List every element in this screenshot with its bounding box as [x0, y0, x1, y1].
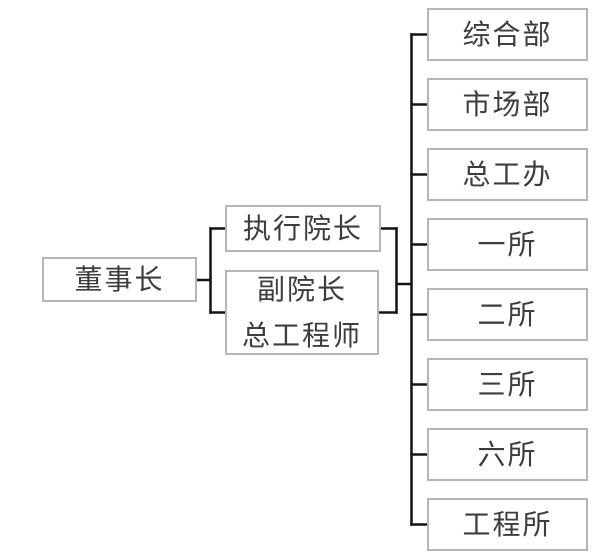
- node-dept-chief-engineer-office: 总工办: [427, 148, 588, 201]
- node-dept-institute-3: 三所: [427, 358, 588, 411]
- node-chairman: 董事长: [42, 257, 197, 302]
- node-vice-dean-chief-engineer: 副院长 总工程师: [225, 270, 379, 355]
- node-dept-general-affairs: 综合部: [427, 8, 588, 61]
- node-vice-dean-label: 副院长: [256, 273, 347, 305]
- node-dept-institute-6: 六所: [427, 428, 588, 481]
- node-dept-label: 一所: [477, 228, 538, 260]
- node-chairman-label: 董事长: [74, 263, 165, 295]
- node-dept-label: 工程所: [462, 508, 553, 540]
- node-executive-dean: 执行院长: [225, 205, 381, 252]
- node-dept-label: 三所: [477, 368, 538, 400]
- node-dept-label: 综合部: [462, 18, 553, 50]
- node-dept-institute-1: 一所: [427, 218, 588, 271]
- node-dept-label: 二所: [477, 298, 538, 330]
- node-dept-label: 市场部: [462, 88, 553, 120]
- node-dept-label: 六所: [477, 438, 538, 470]
- node-dept-label: 总工办: [462, 158, 553, 190]
- node-chief-engineer-label: 总工程师: [241, 319, 362, 351]
- node-dept-institute-2: 二所: [427, 288, 588, 341]
- node-executive-dean-label: 执行院长: [242, 212, 363, 244]
- node-dept-engineering: 工程所: [427, 498, 588, 551]
- node-dept-marketing: 市场部: [427, 78, 588, 131]
